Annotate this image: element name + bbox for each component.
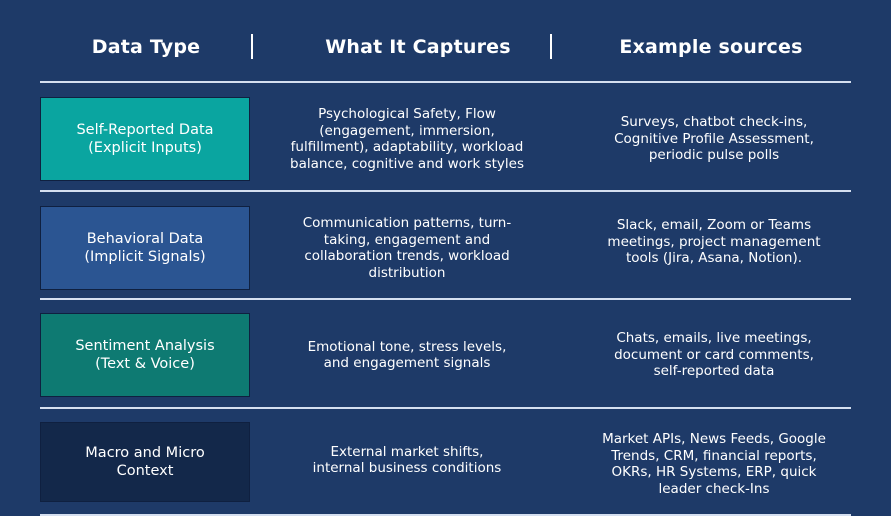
captures-line: internal business conditions (312, 460, 502, 476)
sources-line: Slack, email, Zoom or Teams (616, 217, 812, 234)
data-type-label: Sentiment Analysis (75, 338, 215, 354)
data-type-box: Self-Reported Data (Explicit Inputs) (40, 97, 250, 181)
sources-line: Market APIs, News Feeds, Google (602, 431, 826, 447)
captures-line: taking, engagement and (323, 231, 491, 248)
captures-line: fulfillment), adaptability, workload (290, 139, 524, 155)
sources-line: Surveys, chatbot check-ins, (620, 114, 808, 131)
sources-line: meetings, project management (607, 233, 821, 250)
sources-line: Chats, emails, live meetings, (616, 330, 812, 347)
header-what-it-captures: What It Captures (325, 36, 511, 58)
data-type-box: Behavioral Data (Implicit Signals) (40, 206, 250, 290)
sources-line: Cognitive Profile Assessment, (614, 130, 814, 147)
captures-text: External market shifts, internal busines… (282, 418, 532, 502)
captures-line: (engagement, immersion, (319, 122, 495, 139)
header-data-type: Data Type (91, 36, 201, 58)
captures-line: Emotional tone, stress levels, (307, 338, 507, 355)
sources-text: Surveys, chatbot check-ins, Cognitive Pr… (588, 97, 840, 181)
sources-line: self-reported data (653, 363, 775, 380)
captures-text: Communication patterns, turn- taking, en… (282, 206, 532, 290)
captures-line: distribution (368, 264, 446, 281)
sources-line: OKRs, HR Systems, ERP, quick (611, 464, 817, 480)
sources-line: document or card comments, (614, 346, 814, 363)
data-type-label: Behavioral Data (86, 231, 204, 247)
captures-text: Emotional tone, stress levels, and engag… (282, 313, 532, 397)
captures-line: balance, cognitive and work styles (290, 155, 524, 172)
sources-text: Slack, email, Zoom or Teams meetings, pr… (588, 200, 840, 284)
header-example-sources: Example sources (619, 36, 803, 58)
sources-line: leader check-Ins (658, 480, 770, 497)
header-separator (251, 34, 253, 59)
divider-line (40, 514, 851, 516)
divider-line (40, 81, 851, 83)
data-type-box: Sentiment Analysis (Text & Voice) (40, 313, 250, 397)
captures-line: and engagement signals (323, 355, 491, 371)
sources-text: Chats, emails, live meetings, document o… (588, 313, 840, 397)
captures-line: Psychological Safety, Flow (318, 106, 496, 122)
sources-line: periodic pulse polls (648, 147, 780, 164)
data-type-sublabel: Context (116, 463, 174, 479)
divider-line (40, 190, 851, 192)
data-type-label: Self-Reported Data (76, 122, 214, 138)
sources-line: Trends, CRM, financial reports, (611, 447, 817, 464)
captures-text: Psychological Safety, Flow (engagement, … (282, 97, 532, 181)
divider-line (40, 298, 851, 300)
divider-line (40, 407, 851, 409)
data-type-sublabel: (Text & Voice) (95, 356, 195, 372)
data-type-sublabel: (Implicit Signals) (84, 249, 206, 265)
captures-line: collaboration trends, workload (304, 248, 510, 264)
table-header: Data Type What It Captures Example sourc… (0, 0, 891, 82)
data-type-label: Macro and Micro (85, 445, 205, 461)
header-separator (550, 34, 552, 59)
captures-line: External market shifts, (330, 443, 484, 460)
sources-text: Market APIs, News Feeds, Google Trends, … (588, 422, 840, 506)
sources-line: tools (Jira, Asana, Notion). (625, 250, 803, 267)
data-type-sublabel: (Explicit Inputs) (88, 140, 202, 156)
captures-line: Communication patterns, turn- (302, 215, 512, 231)
data-type-box: Macro and Micro Context (40, 422, 250, 502)
